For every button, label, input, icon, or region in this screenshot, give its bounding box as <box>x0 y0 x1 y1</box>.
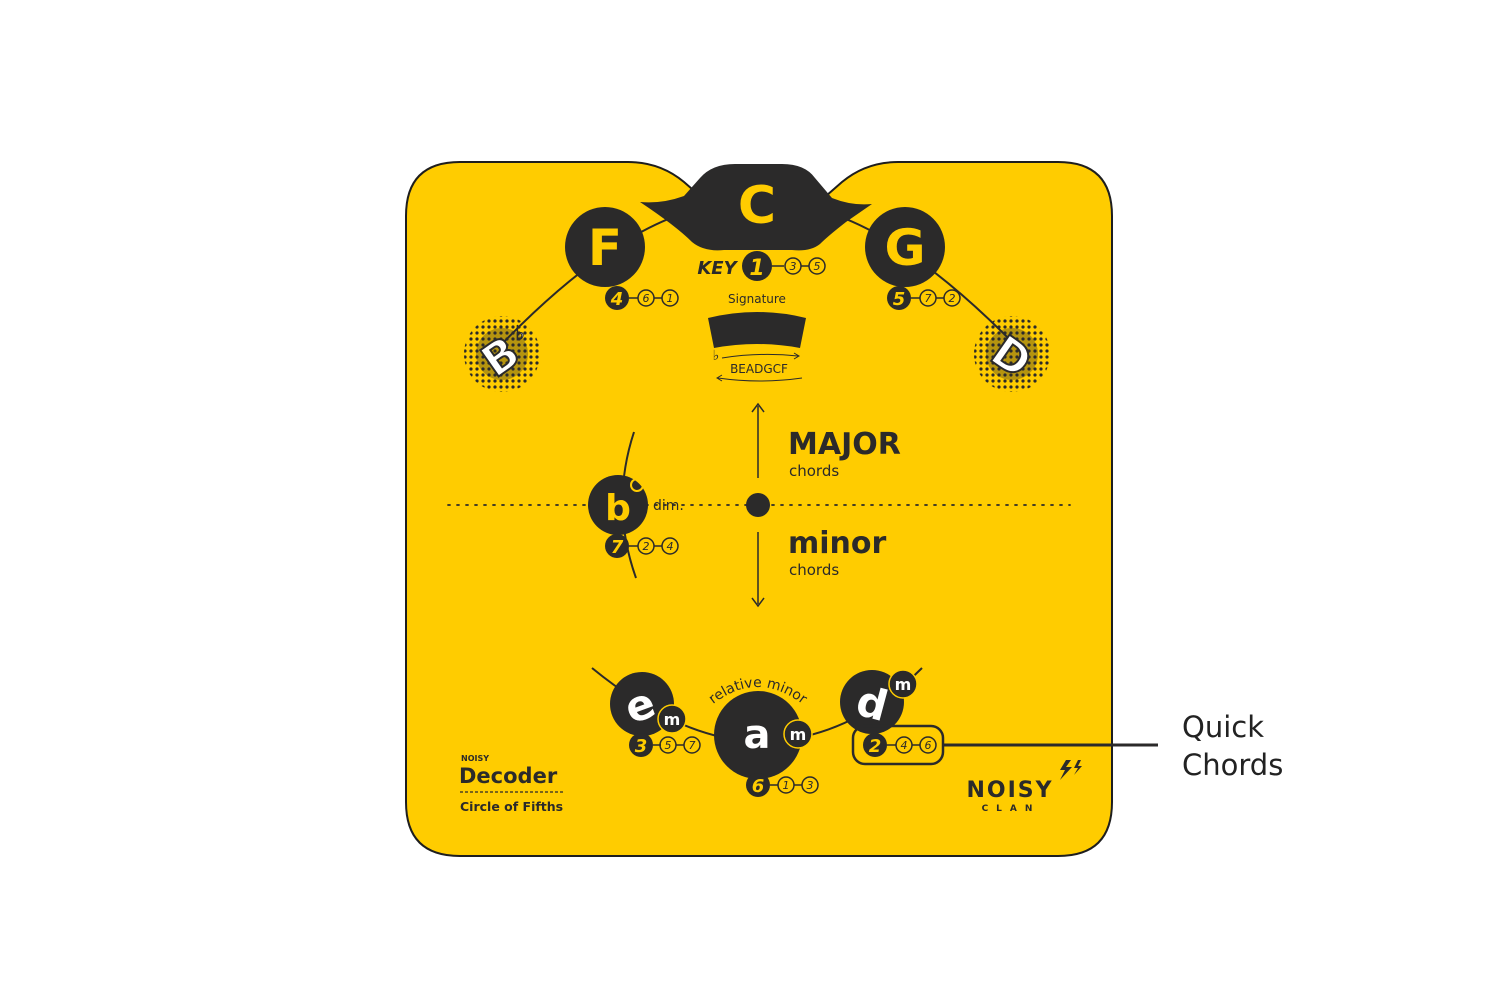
arrow-down-head <box>751 597 765 608</box>
chord-g-circle <box>865 207 945 287</box>
minor-sub: chords <box>789 561 839 579</box>
chord-f-note-2: 1 <box>667 292 674 305</box>
chord-dm-suffix: m <box>895 675 912 694</box>
chord-dm-circle <box>840 670 904 734</box>
chord-em-degree-badge <box>629 733 653 757</box>
lightning-icon <box>1060 760 1072 780</box>
chord-am-note-1: 1 <box>783 779 790 792</box>
chord-dm-ring-2 <box>919 736 937 754</box>
chord-g-ring-2 <box>943 289 961 307</box>
signature-arrow-bottom-head <box>716 374 723 382</box>
arrow-up-head <box>751 402 765 413</box>
chord-g-note-2: 2 <box>949 292 956 305</box>
chord-g-note-1: 7 <box>925 292 932 305</box>
dim-note-2: 4 <box>667 540 674 553</box>
chord-f-degree-badge <box>605 286 629 310</box>
outer-neighbor-left: B ♭ <box>464 316 540 392</box>
dim-ring-2 <box>661 537 679 555</box>
chord-em-degree: 3 <box>635 736 648 757</box>
key-degree: 1 <box>749 256 764 281</box>
signature-title: Signature <box>728 292 786 306</box>
callout-line2: Chords <box>1182 748 1283 782</box>
dim-symbol <box>630 478 644 492</box>
chord-em-note-2: 7 <box>689 739 696 752</box>
chord-am-note-2: 3 <box>807 779 814 792</box>
chord-f-note-1: 6 <box>643 292 650 305</box>
key-note: C <box>738 176 776 236</box>
key-note-2: 5 <box>814 260 821 273</box>
chord-am-note: a <box>744 712 771 758</box>
dim-degree: 7 <box>611 537 624 558</box>
minor-title: minor <box>788 526 887 561</box>
signature-flat: ♭ <box>713 348 720 364</box>
chord-am-degree: 6 <box>752 776 765 797</box>
logo-line1: NOISY <box>966 778 1053 803</box>
logo-line2: CLAN <box>982 804 1041 814</box>
dim-note: b <box>605 488 631 529</box>
key-note-1: 3 <box>790 260 797 273</box>
brand-small: NOISY <box>461 754 489 763</box>
chord-am-suffix: m <box>790 725 807 744</box>
chord-dm-suffix-badge <box>888 669 918 699</box>
chord-dm-note-2: 6 <box>925 739 932 752</box>
chord-em-ring-2 <box>683 736 701 754</box>
chord-f-circle <box>565 207 645 287</box>
dim-note-1: 2 <box>643 540 650 553</box>
dim-degree-badge <box>605 534 629 558</box>
chord-am-suffix-badge <box>783 719 813 749</box>
signature-order: BEADGCF <box>730 362 788 376</box>
center-dot <box>746 493 770 517</box>
chord-am-circle <box>714 691 802 779</box>
chord-f-ring-2 <box>661 289 679 307</box>
outer-left-accidental: ♭ <box>515 321 524 345</box>
chord-dm-degree-badge <box>863 733 887 757</box>
brand-product: Decoder <box>459 764 558 788</box>
chord-f-degree: 4 <box>610 289 624 310</box>
signature-window <box>708 312 806 348</box>
chord-g-note: G <box>884 219 925 277</box>
signature-arrow-top <box>721 353 799 359</box>
callout-line1: Quick <box>1182 710 1264 744</box>
chord-em-suffix-badge <box>657 704 687 734</box>
key-label: KEY <box>697 258 738 279</box>
key-degree-badge <box>742 251 772 281</box>
chord-g-degree: 5 <box>893 289 906 310</box>
chord-am-degree-badge <box>746 773 770 797</box>
major-title: MAJOR <box>788 427 901 462</box>
dim-label: dim. <box>653 498 684 514</box>
chord-dm-note-1: 4 <box>901 739 908 752</box>
key-note-ring-2 <box>808 257 826 275</box>
chord-em-suffix: m <box>664 710 681 729</box>
chord-g-degree-badge <box>887 286 911 310</box>
chord-em-note-1: 5 <box>665 739 672 752</box>
chord-dm-degree: 2 <box>869 736 882 757</box>
brand-subtitle: Circle of Fifths <box>460 799 563 814</box>
signature-arrow-bottom <box>717 377 803 382</box>
outer-neighbor-right: D <box>974 316 1050 392</box>
major-sub: chords <box>789 462 839 480</box>
signature-arrow-top-head <box>793 352 800 360</box>
lightning-icon-small <box>1074 760 1082 775</box>
chord-f-note: F <box>588 219 622 277</box>
chord-am-ring-2 <box>801 776 819 794</box>
key-tab <box>640 164 872 251</box>
